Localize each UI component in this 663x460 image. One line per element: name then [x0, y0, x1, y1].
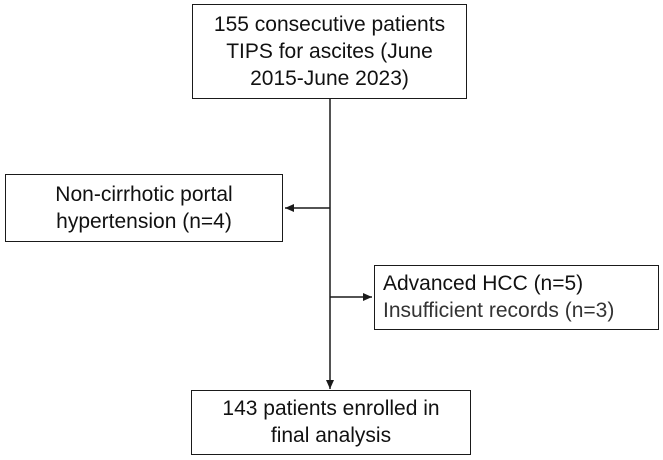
final-analysis-box: 143 patients enrolled in final analysis [191, 390, 471, 455]
exclusion-box-hcc-records: Advanced HCC (n=5) Insufficient records … [374, 265, 659, 330]
enrollment-box: 155 consecutive patients TIPS for ascite… [192, 4, 467, 99]
final-text-line-1: 143 patients enrolled in [222, 397, 440, 420]
enrollment-text-line-3: 2015-June 2023) [250, 67, 409, 90]
exclusion-left-text-line-1: Non-cirrhotic portal [55, 183, 233, 206]
exclusion-left-text-line-2: hypertension (n=4) [56, 210, 232, 233]
exclusion-right-text-line-1: Advanced HCC (n=5) [383, 272, 584, 295]
exclusion-box-portal-hypertension: Non-cirrhotic portal hypertension (n=4) [5, 174, 283, 242]
final-text-line-2: final analysis [270, 424, 392, 447]
enrollment-text-line-2: TIPS for ascites (June [226, 40, 433, 63]
enrollment-text-line-1: 155 consecutive patients [213, 13, 446, 36]
exclusion-right-text-line-2: Insufficient records (n=3) [383, 299, 615, 322]
